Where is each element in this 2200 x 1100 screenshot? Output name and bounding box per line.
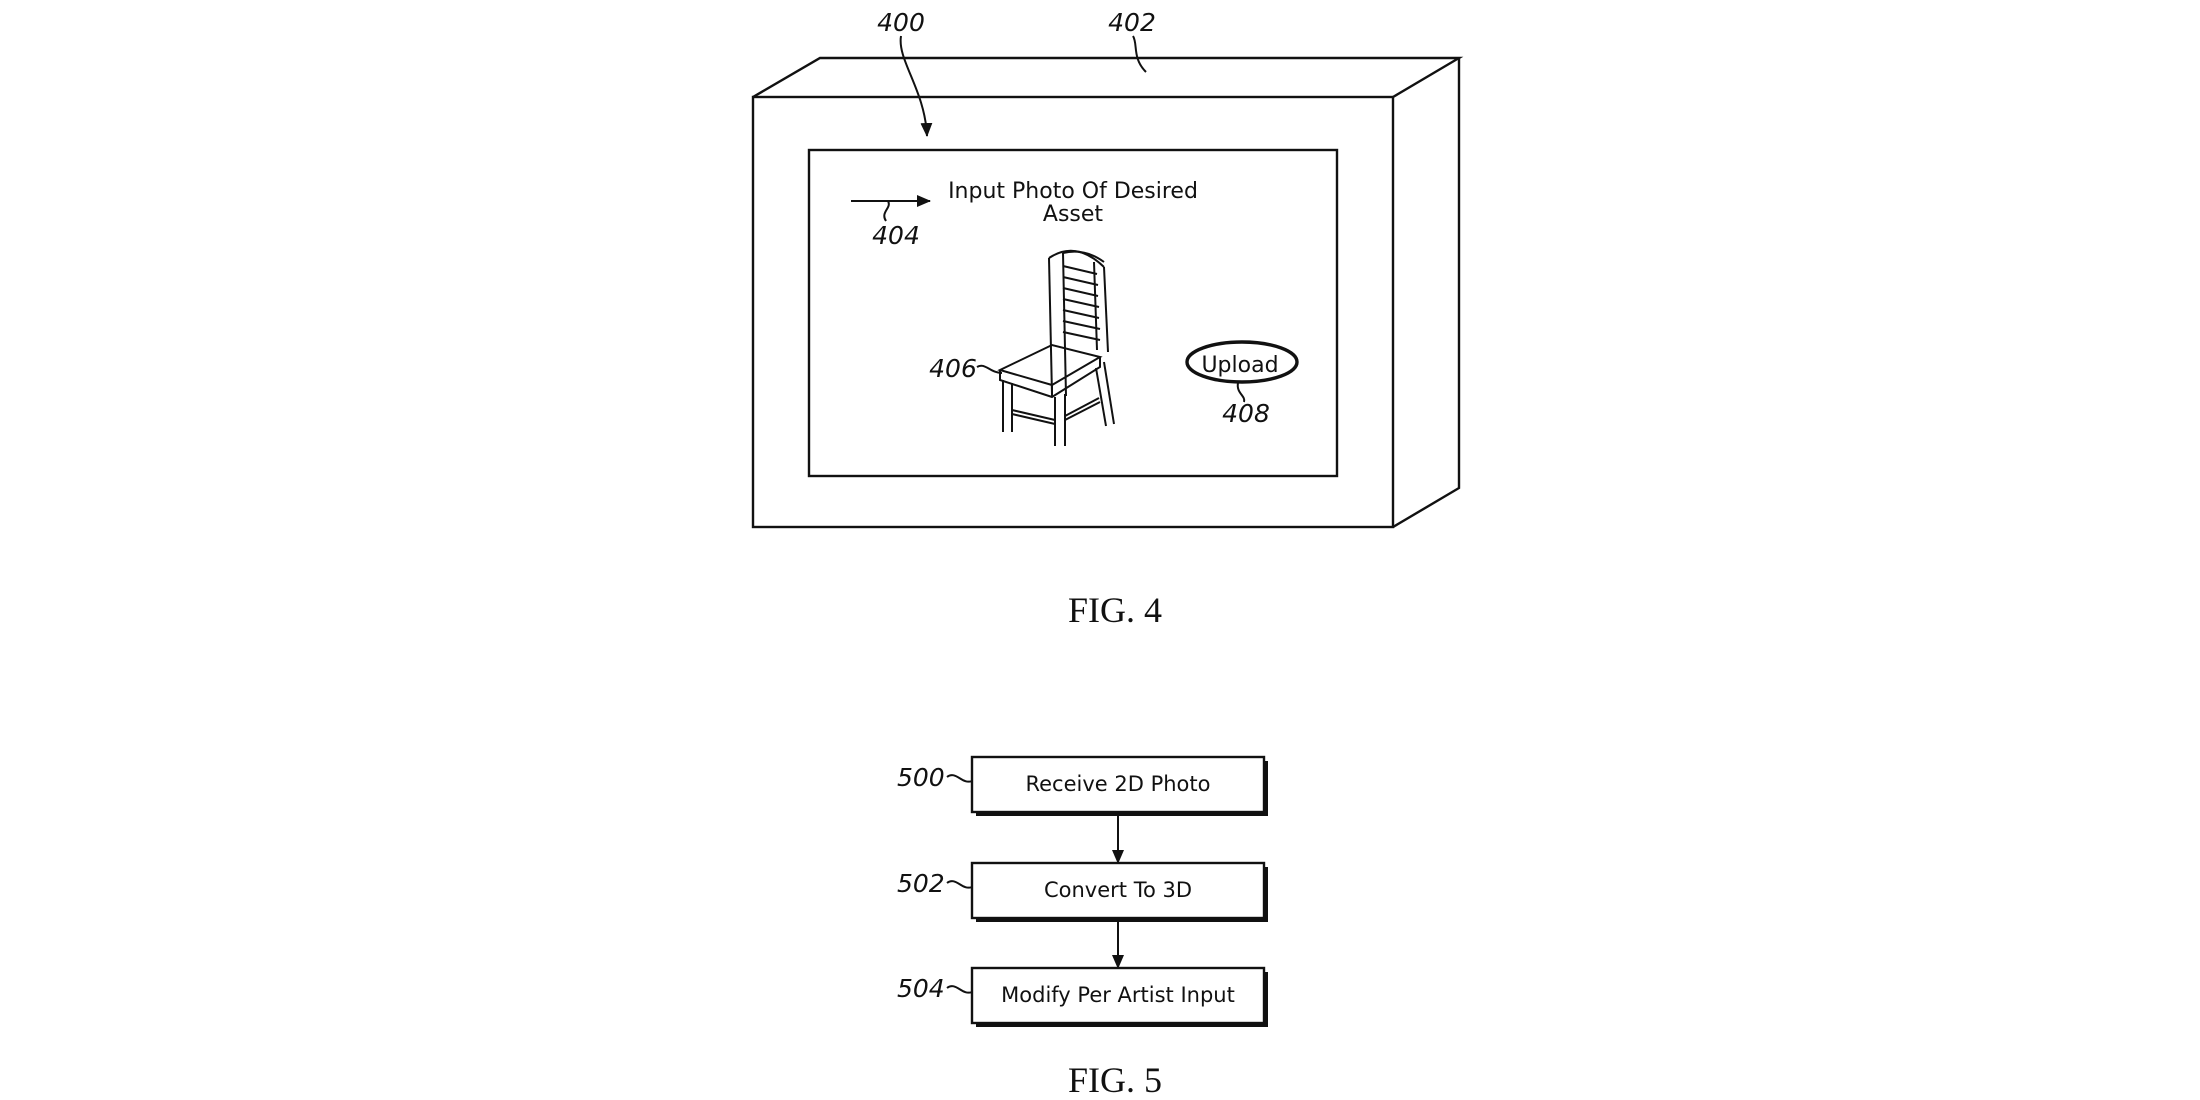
leader-408 bbox=[1236, 382, 1246, 403]
step-504-box bbox=[970, 966, 1266, 1025]
leader-404 bbox=[883, 200, 890, 222]
leader-502 bbox=[946, 880, 973, 889]
flow-step-500: Receive 2D Photo bbox=[970, 755, 1268, 816]
leader-402 bbox=[1132, 35, 1147, 73]
fig4-caption: FIG. 4 bbox=[1068, 590, 1162, 630]
device-front-face bbox=[751, 95, 1395, 529]
step-500-box bbox=[970, 755, 1266, 814]
leader-500 bbox=[946, 774, 973, 783]
ref-500: 500 bbox=[897, 763, 945, 792]
device-top-face bbox=[752, 56, 1464, 99]
display-screen bbox=[807, 148, 1339, 478]
ref-408: 408 bbox=[1222, 399, 1270, 428]
step-504-label: Modify Per Artist Input bbox=[1001, 983, 1235, 1007]
upload-button[interactable]: Upload bbox=[1185, 340, 1299, 384]
step-500-label: Receive 2D Photo bbox=[1025, 772, 1210, 796]
leader-406 bbox=[976, 364, 1003, 374]
leader-504 bbox=[946, 985, 973, 994]
ref-406: 406 bbox=[929, 354, 977, 383]
upload-button-label: Upload bbox=[1201, 353, 1278, 378]
ref-502: 502 bbox=[897, 869, 945, 898]
device-housing bbox=[751, 56, 1464, 529]
fig5-flowchart: Receive 2D Photo 500 Convert To 3D 502 M… bbox=[897, 755, 1268, 1100]
flow-step-504: Modify Per Artist Input bbox=[970, 966, 1268, 1027]
chair-icon bbox=[997, 249, 1115, 446]
ref-504: 504 bbox=[897, 974, 945, 1003]
ref-404: 404 bbox=[872, 221, 920, 250]
prompt-text-line2: Asset bbox=[1043, 202, 1104, 227]
ref-402: 402 bbox=[1108, 8, 1156, 37]
ref-400: 400 bbox=[877, 8, 925, 37]
flow-step-502: Convert To 3D bbox=[970, 861, 1268, 922]
fig4-device-figure: Input Photo Of Desired Asset bbox=[751, 8, 1464, 630]
fig5-caption: FIG. 5 bbox=[1068, 1060, 1162, 1100]
upload-button-outline[interactable] bbox=[1185, 340, 1299, 384]
step-502-box bbox=[970, 861, 1266, 920]
device-side-face bbox=[1392, 58, 1461, 529]
prompt-text-line1: Input Photo Of Desired bbox=[948, 179, 1198, 204]
step-502-label: Convert To 3D bbox=[1044, 878, 1192, 902]
leader-400 bbox=[899, 35, 933, 137]
